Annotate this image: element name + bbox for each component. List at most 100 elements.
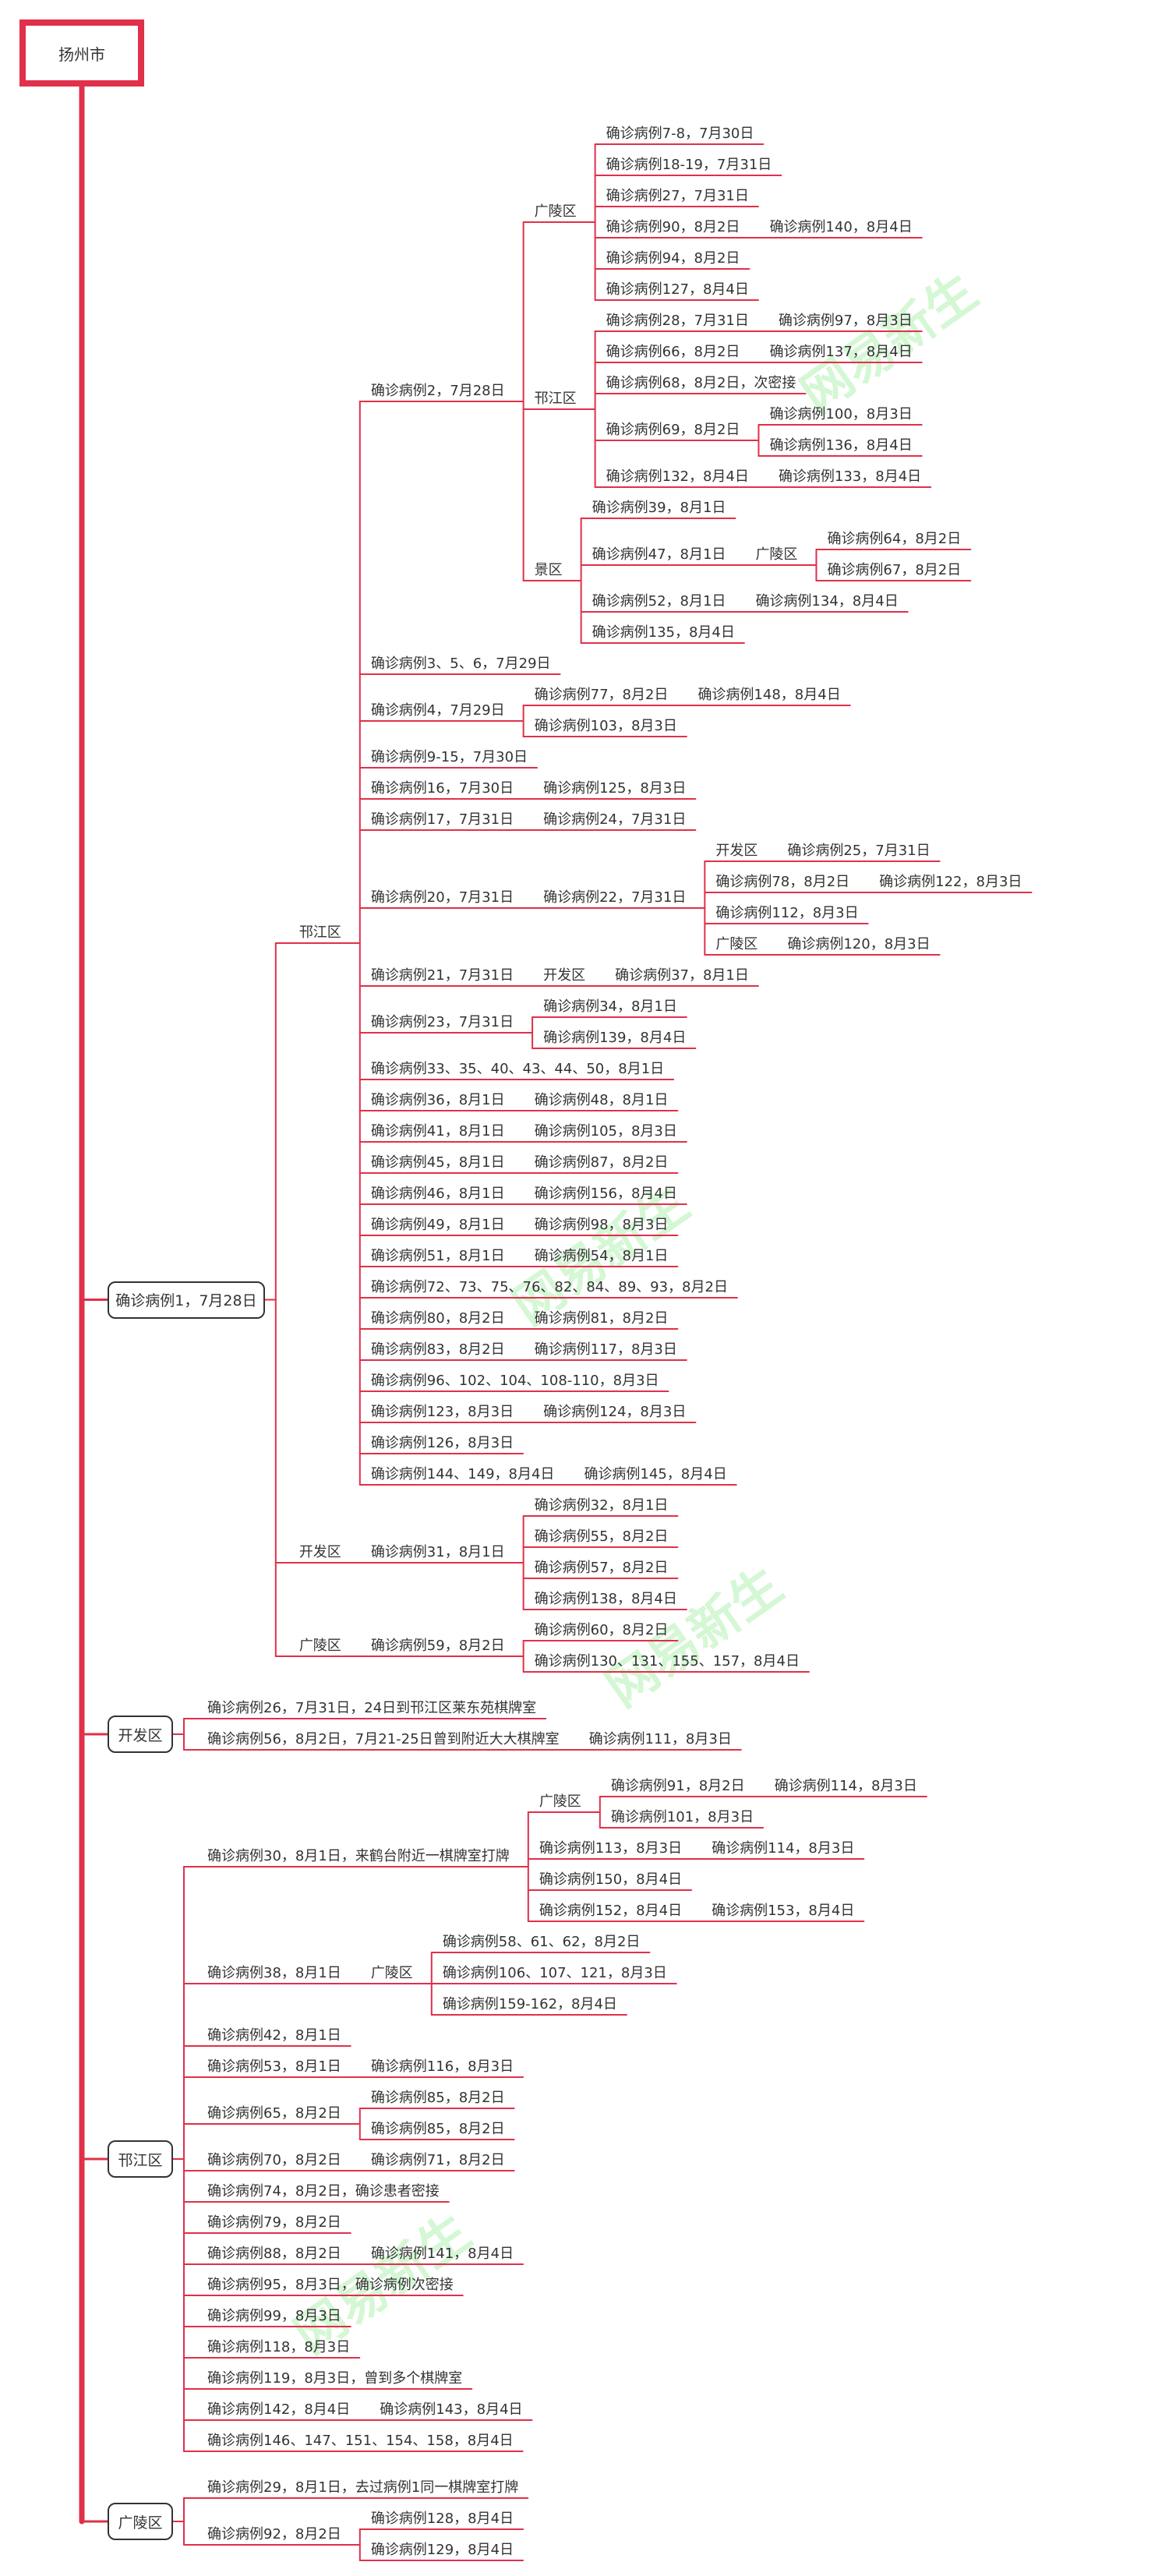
case-node[interactable]: 确诊病例103，8月3日 <box>534 718 677 734</box>
case-node[interactable]: 确诊病例152，8月4日 <box>539 1903 683 1919</box>
case-node[interactable]: 确诊病例74，8月2日，确诊患者密接 <box>207 2183 440 2200</box>
case-node[interactable]: 确诊病例24，7月31日 <box>543 811 687 828</box>
case-node[interactable]: 确诊病例34，8月1日 <box>543 998 677 1015</box>
case-node[interactable]: 确诊病例146、147、151、154、158，8月4日 <box>207 2433 514 2449</box>
case-node[interactable]: 确诊病例22，7月31日 <box>543 889 687 906</box>
case-node[interactable]: 确诊病例52，8月1日 <box>592 593 726 610</box>
case-node[interactable]: 确诊病例55，8月2日 <box>534 1528 669 1545</box>
case-node[interactable]: 确诊病例79，8月2日 <box>207 2214 341 2231</box>
case-node[interactable]: 确诊病例134，8月4日 <box>755 593 899 610</box>
case-node[interactable]: 确诊病例136，8月4日 <box>769 437 913 454</box>
case-node[interactable]: 确诊病例54，8月1日 <box>534 1248 669 1264</box>
case-node[interactable]: 确诊病例41，8月1日 <box>370 1123 505 1140</box>
case-node[interactable]: 确诊病例127，8月4日 <box>606 281 749 298</box>
case-node[interactable]: 确诊病例85，8月2日 <box>370 2121 505 2137</box>
case-node[interactable]: 确诊病例56，8月2日，7月21-25日曾到附近大大棋牌室 <box>207 1731 560 1747</box>
case-node[interactable]: 确诊病例148，8月4日 <box>698 687 841 703</box>
case-node[interactable]: 确诊病例72、73、75、76、82、84、89、93，8月2日 <box>370 1279 728 1295</box>
case-node[interactable]: 确诊病例117，8月3日 <box>534 1341 677 1358</box>
case-node[interactable]: 确诊病例16，7月30日 <box>370 780 514 797</box>
case-node[interactable]: 确诊病例57，8月2日 <box>534 1560 669 1576</box>
case-node[interactable]: 确诊病例125，8月3日 <box>543 780 687 797</box>
case-node[interactable]: 确诊病例132，8月4日 <box>606 468 749 485</box>
case-node[interactable]: 确诊病例100，8月3日 <box>769 406 913 422</box>
level1-node[interactable]: 广陵区 <box>108 2503 173 2540</box>
case-node[interactable]: 确诊病例71，8月2日 <box>370 2152 505 2168</box>
case-node[interactable]: 确诊病例66，8月2日 <box>606 344 740 360</box>
case-node[interactable]: 确诊病例2，7月28日 <box>370 383 505 399</box>
case-node[interactable]: 确诊病例69，8月2日 <box>606 422 740 438</box>
case-node[interactable]: 确诊病例90，8月2日 <box>606 219 740 235</box>
case-node[interactable]: 确诊病例120，8月3日 <box>787 936 931 952</box>
case-node[interactable]: 确诊病例97，8月3日 <box>778 313 913 329</box>
case-node[interactable]: 确诊病例106、107、121，8月3日 <box>442 1965 667 1981</box>
case-node[interactable]: 确诊病例49，8月1日 <box>370 1217 505 1233</box>
case-node[interactable]: 确诊病例156，8月4日 <box>534 1186 677 1202</box>
district-node[interactable]: 开发区 <box>543 967 586 984</box>
case-node[interactable]: 确诊病例130、131、155、157，8月4日 <box>534 1653 800 1670</box>
case-node[interactable]: 确诊病例32，8月1日 <box>534 1497 669 1514</box>
case-node[interactable]: 确诊病例137，8月4日 <box>769 344 913 360</box>
level1-node[interactable]: 邗江区 <box>108 2140 173 2178</box>
case-node[interactable]: 确诊病例101，8月3日 <box>610 1809 754 1825</box>
case-node[interactable]: 确诊病例85，8月2日 <box>370 2090 505 2106</box>
case-node[interactable]: 确诊病例70，8月2日 <box>207 2152 341 2168</box>
district-node[interactable]: 开发区 <box>298 1544 341 1560</box>
district-node[interactable]: 广陵区 <box>755 546 798 563</box>
case-node[interactable]: 确诊病例33、35、40、43、44、50，8月1日 <box>370 1061 665 1077</box>
case-node[interactable]: 确诊病例153，8月4日 <box>712 1903 855 1919</box>
district-node[interactable]: 邗江区 <box>534 390 577 407</box>
case-node[interactable]: 确诊病例141，8月4日 <box>370 2246 514 2262</box>
case-node[interactable]: 确诊病例67，8月2日 <box>827 562 962 578</box>
case-node[interactable]: 确诊病例29，8月1日，去过病例1同一棋牌室打牌 <box>207 2479 519 2496</box>
case-node[interactable]: 确诊病例37，8月1日 <box>615 967 749 984</box>
case-node[interactable]: 确诊病例31，8月1日 <box>370 1544 505 1560</box>
root-node-yangzhou[interactable]: 扬州市 <box>19 19 144 87</box>
case-node[interactable]: 确诊病例111，8月3日 <box>588 1731 732 1747</box>
case-node[interactable]: 确诊病例124，8月3日 <box>543 1404 687 1420</box>
case-node[interactable]: 确诊病例60，8月2日 <box>534 1622 669 1638</box>
level1-node[interactable]: 开发区 <box>108 1716 173 1753</box>
case-node[interactable]: 确诊病例65，8月2日 <box>207 2105 341 2122</box>
district-node[interactable]: 广陵区 <box>539 1793 581 1810</box>
level1-node[interactable]: 确诊病例1，7月28日 <box>108 1281 265 1319</box>
case-node[interactable]: 确诊病例91，8月2日 <box>610 1778 745 1794</box>
case-node[interactable]: 确诊病例150，8月4日 <box>539 1871 683 1888</box>
case-node[interactable]: 确诊病例7-8，7月30日 <box>606 125 754 142</box>
case-node[interactable]: 确诊病例143，8月4日 <box>380 2401 523 2418</box>
case-node[interactable]: 确诊病例21，7月31日 <box>370 967 514 984</box>
case-node[interactable]: 确诊病例114，8月3日 <box>774 1778 917 1794</box>
case-node[interactable]: 确诊病例96、102、104、108-110，8月3日 <box>370 1373 659 1389</box>
case-node[interactable]: 确诊病例51，8月1日 <box>370 1248 505 1264</box>
case-node[interactable]: 确诊病例3、5、6，7月29日 <box>370 655 551 672</box>
case-node[interactable]: 确诊病例27，7月31日 <box>606 188 749 204</box>
case-node[interactable]: 确诊病例4，7月29日 <box>370 702 505 719</box>
case-node[interactable]: 确诊病例112，8月3日 <box>715 905 859 921</box>
case-node[interactable]: 确诊病例9-15，7月30日 <box>370 749 528 765</box>
case-node[interactable]: 确诊病例145，8月4日 <box>584 1466 727 1482</box>
case-node[interactable]: 确诊病例42，8月1日 <box>207 2027 341 2044</box>
district-node[interactable]: 景区 <box>534 562 563 578</box>
district-node[interactable]: 广陵区 <box>298 1638 341 1654</box>
case-node[interactable]: 确诊病例92，8月2日 <box>207 2526 341 2542</box>
case-node[interactable]: 确诊病例36，8月1日 <box>370 1092 505 1108</box>
case-node[interactable]: 确诊病例39，8月1日 <box>592 500 726 516</box>
district-node[interactable]: 广陵区 <box>370 1965 413 1981</box>
case-node[interactable]: 确诊病例18-19，7月31日 <box>606 157 772 173</box>
case-node[interactable]: 确诊病例116，8月3日 <box>370 2058 514 2075</box>
district-node[interactable]: 开发区 <box>715 843 758 859</box>
case-node[interactable]: 确诊病例129，8月4日 <box>370 2542 514 2558</box>
case-node[interactable]: 确诊病例38，8月1日 <box>207 1965 341 1981</box>
case-node[interactable]: 确诊病例123，8月3日 <box>370 1404 514 1420</box>
case-node[interactable]: 确诊病例78，8月2日 <box>715 874 850 890</box>
case-node[interactable]: 确诊病例140，8月4日 <box>769 219 913 235</box>
case-node[interactable]: 确诊病例58、61、62，8月2日 <box>442 1934 641 1950</box>
case-node[interactable]: 确诊病例118，8月3日 <box>207 2339 351 2355</box>
case-node[interactable]: 确诊病例142，8月4日 <box>207 2401 351 2418</box>
case-node[interactable]: 确诊病例133，8月4日 <box>778 468 922 485</box>
case-node[interactable]: 确诊病例20，7月31日 <box>370 889 514 906</box>
case-node[interactable]: 确诊病例64，8月2日 <box>827 531 962 547</box>
case-node[interactable]: 确诊病例53，8月1日 <box>207 2058 341 2075</box>
case-node[interactable]: 确诊病例95，8月3日，确诊病例次密接 <box>207 2277 454 2293</box>
case-node[interactable]: 确诊病例80，8月2日 <box>370 1310 505 1327</box>
